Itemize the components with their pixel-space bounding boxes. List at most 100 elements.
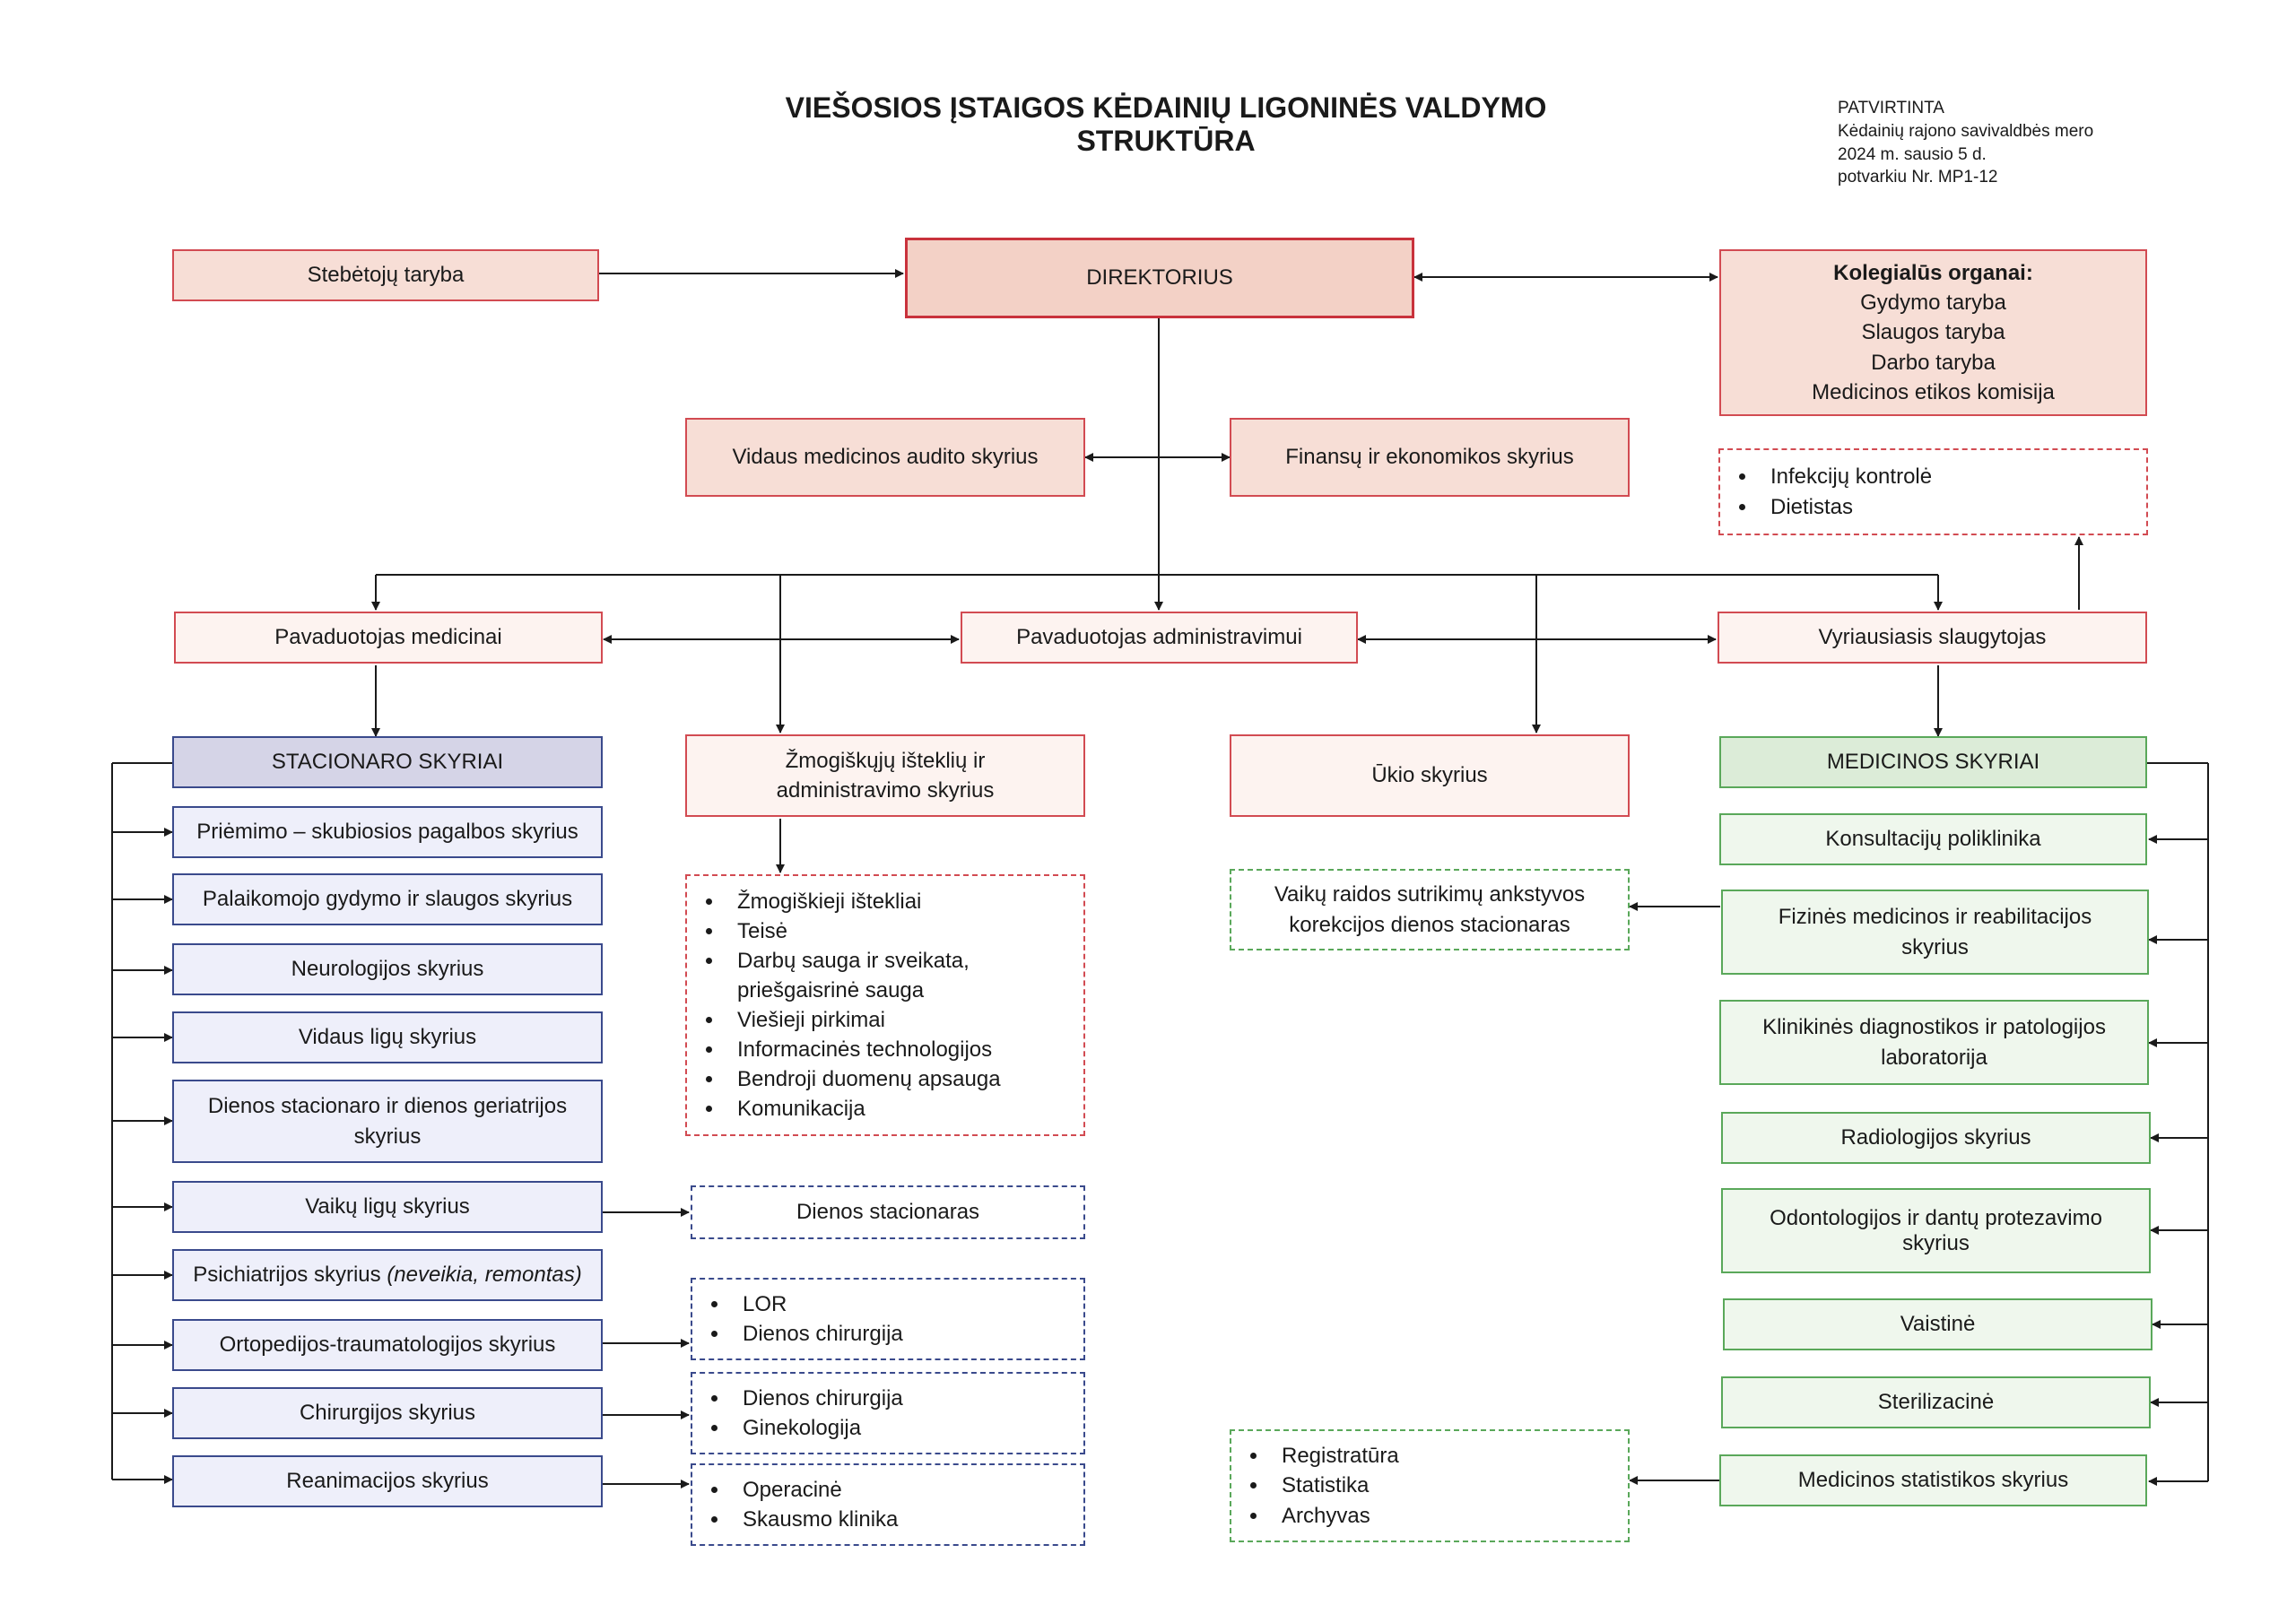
list-item: Ginekologija	[730, 1413, 903, 1443]
medical-unit: Vaistinė	[1723, 1298, 2152, 1350]
inpatient-unit: Ortopedijos-traumatologijos skyrius	[172, 1319, 603, 1371]
admin-deputy-box: Pavaduotojas administravimui	[961, 612, 1358, 664]
resuscitation-sub-list: Operacinė Skausmo klinika	[691, 1463, 1085, 1546]
inpatient-unit: Priėmimo – skubiosios pagalbos skyrius	[172, 806, 603, 858]
approval-line: Kėdainių rajono savivaldbės mero	[1838, 121, 2094, 141]
inpatient-unit-label: Psichiatrijos skyrius	[193, 1263, 381, 1288]
surgery-sub-list: Dienos chirurgija Ginekologija	[691, 1372, 1085, 1454]
inpatient-unit: Chirurgijos skyrius	[172, 1387, 603, 1439]
list-item: Komunikacija	[725, 1094, 1006, 1124]
inpatient-unit: Vidaus ligų skyrius	[172, 1011, 603, 1063]
observers-board-label: Stebėtojų taryba	[307, 263, 465, 288]
inpatient-unit-label: Chirurgijos skyrius	[299, 1401, 476, 1426]
medical-unit-label: Klinikinės diagnostikos ir patologijos l…	[1762, 1015, 2106, 1070]
list-item: Viešieji pirkimai	[725, 1005, 1006, 1035]
hr-department-label: Žmogiškųjų išteklių ir administravimo sk…	[776, 748, 995, 803]
medical-unit: Medicinos statistikos skyrius	[1719, 1454, 2147, 1506]
approval-stamp: PATVIRTINTA Kėdainių rajono savivaldbės …	[1838, 97, 2093, 189]
inpatient-departments-heading: STACIONARO SKYRIAI	[172, 736, 603, 788]
chief-nurse-box: Vyriausiasis slaugytojas	[1718, 612, 2147, 664]
approval-line: PATVIRTINTA	[1838, 99, 1944, 117]
inpatient-heading-label: STACIONARO SKYRIAI	[271, 750, 504, 775]
medical-heading-label: MEDICINOS SKYRIAI	[1826, 750, 2040, 775]
inpatient-unit-note: (neveikia, remontas)	[387, 1263, 582, 1288]
audit-department-box: Vidaus medicinos audito skyrius	[685, 418, 1085, 497]
audit-department-label: Vidaus medicinos audito skyrius	[732, 445, 1039, 470]
medical-unit-label: Medicinos statistikos skyrius	[1797, 1468, 2069, 1493]
list-item: Bendroji duomenų apsauga	[725, 1064, 1006, 1094]
inpatient-unit-label: Vidaus ligų skyrius	[298, 1025, 477, 1050]
list-item: Infekcijų kontrolė	[1758, 462, 1932, 491]
medical-unit: Fizinės medicinos ir reabilitacijos skyr…	[1721, 890, 2149, 975]
medical-unit-label: Konsultacijų poliklinika	[1825, 827, 2041, 852]
medical-unit: Konsultacijų poliklinika	[1719, 813, 2147, 865]
medical-deputy-box: Pavaduotojas medicinai	[174, 612, 603, 664]
medical-unit: Klinikinės diagnostikos ir patologijos l…	[1719, 1000, 2149, 1085]
finance-department-label: Finansų ir ekonomikos skyrius	[1285, 445, 1574, 470]
inpatient-unit: Psichiatrijos skyrius (neveikia, remonta…	[172, 1249, 603, 1301]
admin-deputy-label: Pavaduotojas administravimui	[1016, 625, 1302, 650]
list-item: Teisė	[725, 916, 1006, 946]
child-development-day-care-box: Vaikų raidos sutrikimų ankstyvos korekci…	[1230, 869, 1630, 950]
inpatient-unit-label: Neurologijos skyrius	[291, 957, 484, 982]
list-item: Dienos chirurgija	[730, 1319, 903, 1349]
collegial-item: Gydymo taryba	[1860, 291, 2006, 316]
medical-unit: Odontologijos ir dantų protezavimo skyri…	[1721, 1188, 2151, 1273]
hr-functions-list: Žmogiškieji ištekliai Teisė Darbų sauga …	[685, 874, 1085, 1136]
approval-line: 2024 m. sausio 5 d.	[1838, 144, 1987, 164]
medical-unit: Sterilizacinė	[1721, 1376, 2151, 1428]
inpatient-unit: Palaikomojo gydymo ir slaugos skyrius	[172, 873, 603, 925]
collegial-bodies-box: Kolegialūs organai: Gydymo taryba Slaugo…	[1719, 249, 2147, 416]
chief-nurse-label: Vyriausiasis slaugytojas	[1818, 625, 2047, 650]
inpatient-unit: Reanimacijos skyrius	[172, 1455, 603, 1507]
medical-unit-label: Sterilizacinė	[1877, 1390, 1995, 1415]
collegial-item: Medicinos etikos komisija	[1812, 379, 2055, 404]
list-item: Informacinės technologijos	[725, 1035, 1006, 1064]
medical-deputy-label: Pavaduotojas medicinai	[274, 625, 502, 650]
list-item: Dietistas	[1758, 492, 1932, 522]
medical-unit-label: Odontologijos ir dantų protezavimo skyri…	[1770, 1205, 2102, 1255]
list-item: Dienos chirurgija	[730, 1384, 903, 1413]
list-item: Registratūra	[1269, 1441, 1399, 1471]
medical-unit-label: Vaistinė	[1900, 1312, 1976, 1337]
medical-unit-label: Radiologijos skyrius	[1840, 1125, 2031, 1150]
list-item: Darbų sauga ir sveikata, priešgaisrinė s…	[725, 946, 1006, 1005]
inpatient-unit: Neurologijos skyrius	[172, 943, 603, 995]
inpatient-unit: Vaikų ligų skyrius	[172, 1181, 603, 1233]
list-item: LOR	[730, 1289, 903, 1319]
day-care-box: Dienos stacionaras	[691, 1185, 1085, 1239]
collegial-heading: Kolegialūs organai:	[1833, 261, 2033, 286]
inpatient-unit-label: Palaikomojo gydymo ir slaugos skyrius	[202, 887, 573, 912]
economy-department-label: Ūkio skyrius	[1371, 763, 1488, 788]
list-item: Operacinė	[730, 1475, 898, 1505]
inpatient-unit-label: Reanimacijos skyrius	[286, 1469, 489, 1494]
list-item: Skausmo klinika	[730, 1505, 898, 1534]
list-item: Statistika	[1269, 1471, 1399, 1500]
infection-control-list: Infekcijų kontrolė Dietistas	[1718, 448, 2148, 535]
orthopedics-sub-list: LOR Dienos chirurgija	[691, 1278, 1085, 1360]
economy-department-box: Ūkio skyrius	[1230, 734, 1630, 817]
medical-unit: Radiologijos skyrius	[1721, 1112, 2151, 1164]
page-title: VIEŠOSIOS ĮSTAIGOS KĖDAINIŲ LIGONINĖS VA…	[785, 91, 1547, 157]
director-label: DIREKTORIUS	[1086, 265, 1233, 291]
statistics-sub-list: Registratūra Statistika Archyvas	[1230, 1429, 1630, 1542]
inpatient-unit-label: Priėmimo – skubiosios pagalbos skyrius	[196, 820, 578, 845]
inpatient-unit-label: Vaikų ligų skyrius	[305, 1194, 470, 1219]
medical-departments-heading: MEDICINOS SKYRIAI	[1719, 736, 2147, 788]
observers-board-box: Stebėtojų taryba	[172, 249, 599, 301]
inpatient-unit-label: Ortopedijos-traumatologijos skyrius	[219, 1332, 556, 1358]
list-item: Archyvas	[1269, 1501, 1399, 1531]
approval-line: potvarkiu Nr. MP1-12	[1838, 168, 1998, 187]
child-development-label: Vaikų raidos sutrikimų ankstyvos korekci…	[1274, 882, 1586, 937]
finance-department-box: Finansų ir ekonomikos skyrius	[1230, 418, 1630, 497]
collegial-item: Slaugos taryba	[1861, 320, 2005, 345]
medical-unit-label: Fizinės medicinos ir reabilitacijos skyr…	[1778, 905, 2092, 959]
collegial-item: Darbo taryba	[1871, 350, 1996, 375]
list-item: Žmogiškieji ištekliai	[725, 887, 1006, 916]
inpatient-unit-label: Dienos stacionaro ir dienos geriatrijos …	[207, 1094, 568, 1149]
inpatient-unit: Dienos stacionaro ir dienos geriatrijos …	[172, 1080, 603, 1163]
day-care-label: Dienos stacionaras	[796, 1200, 980, 1225]
hr-department-box: Žmogiškųjų išteklių ir administravimo sk…	[685, 734, 1085, 817]
director-box: DIREKTORIUS	[905, 238, 1414, 318]
